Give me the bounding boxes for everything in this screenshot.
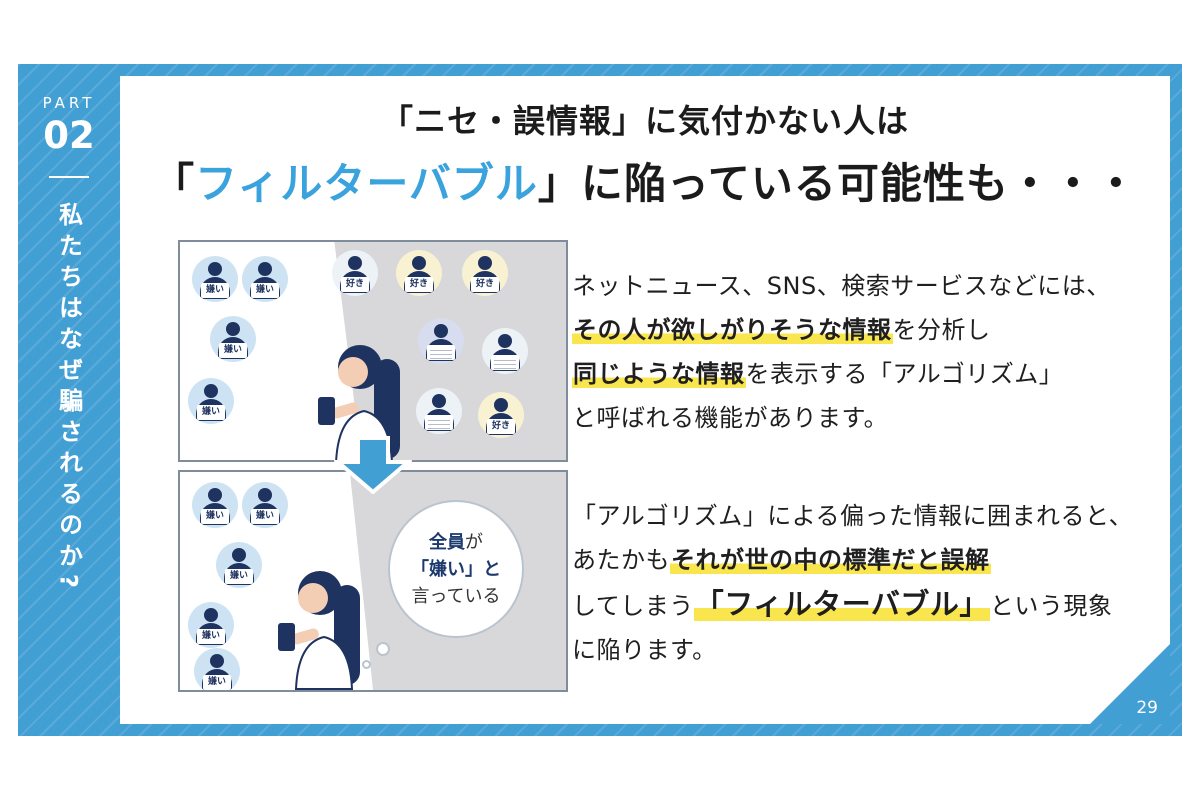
slide-content: 「ニセ・誤情報」に気付かない人は 「フィルターバブル」に陥っている可能性も・・・… [120, 76, 1170, 724]
section-vertical-title: 私たちはなぜ騙されるのか? [54, 202, 83, 595]
avatar-label: 嫌い [251, 283, 279, 298]
p2-keyword-filter-bubble: 「フィルターバブル」 [693, 587, 990, 621]
avatar-dislike: 嫌い [188, 602, 234, 648]
avatar-like: 好き [332, 250, 378, 296]
bubble-dislike: 「嫌い」と [411, 558, 501, 580]
avatar-label [425, 415, 453, 430]
p1-highlight-1: その人が欲しがりそうな情報 [572, 316, 893, 344]
thought-bubble-text: 全員が 「嫌い」と 言っている [411, 531, 501, 607]
person-icon [204, 608, 218, 622]
avatar-label: 嫌い [197, 629, 225, 644]
page-title: 「ニセ・誤情報」に気付かない人は 「フィルターバブル」に陥っている可能性も・・・ [120, 96, 1170, 211]
p2-seg1: 「アルゴリズム」による偏った情報に囲まれると、 [572, 502, 1134, 530]
avatar-label: 好き [471, 277, 499, 292]
avatar-like: 好き [478, 392, 524, 438]
title-bracket-open: 「 [152, 159, 196, 208]
avatar-dislike: 嫌い [194, 648, 240, 690]
avatar-neutral [482, 328, 528, 374]
avatar-label: 嫌い [203, 675, 231, 690]
avatar-dislike: 嫌い [188, 378, 234, 424]
person-icon [208, 488, 222, 502]
p1-seg5: を表示する「アルゴリズム」 [745, 360, 1064, 388]
thought-bubble-dot [362, 660, 371, 669]
avatar-label: 好き [341, 277, 369, 292]
avatar-label: 嫌い [251, 509, 279, 524]
avatar-label: 嫌い [219, 343, 247, 358]
avatar-dislike: 嫌い [210, 316, 256, 362]
corner-triangle [1090, 644, 1170, 724]
title-line-2: 「フィルターバブル」に陥っている可能性も・・・ [120, 150, 1170, 211]
person-icon [258, 488, 272, 502]
person-icon [210, 654, 224, 668]
p2-seg4: してしまう [572, 592, 694, 620]
avatar-dislike: 嫌い [216, 542, 262, 588]
p1-seg3: を分析し [892, 316, 991, 344]
bubble-everyone: 全員 [429, 531, 465, 553]
thought-bubble: 全員が 「嫌い」と 言っている [388, 500, 524, 638]
avatar-label [427, 345, 455, 360]
person-icon [412, 256, 426, 270]
filter-bubble-illustration: 嫌い 嫌い 嫌い 嫌い [178, 240, 568, 692]
person-icon [232, 548, 246, 562]
sidebar: 私たちはなぜ騙されるのか? [18, 202, 120, 595]
person-icon [494, 398, 508, 412]
avatar-label: 嫌い [197, 405, 225, 420]
p2-seg2: あたかも [572, 546, 670, 574]
p1-seg1: ネットニュース、SNS、検索サービスなどには、 [572, 272, 1111, 300]
woman-with-phone-illustration [318, 345, 400, 460]
person-icon [258, 262, 272, 276]
paragraph-algorithm: ネットニュース、SNS、検索サービスなどには、 その人が欲しがりそうな情報を分析… [572, 264, 1144, 440]
woman-with-phone-illustration [278, 571, 360, 690]
avatar-neutral [416, 388, 462, 434]
avatar-label [491, 355, 519, 370]
avatar-like: 好き [462, 250, 508, 296]
avatar-neutral [418, 318, 464, 364]
paragraph-filter-bubble: 「アルゴリズム」による偏った情報に囲まれると、 あたかもそれが世の中の標準だと誤… [572, 494, 1144, 672]
person-icon [226, 322, 240, 336]
person-icon [434, 324, 448, 338]
part-divider [49, 176, 89, 178]
title-line-1: 「ニセ・誤情報」に気付かない人は [380, 102, 909, 140]
slide-frame: PART 02 私たちはなぜ騙されるのか? 「ニセ・誤情報」に気付かない人は 「… [18, 64, 1182, 736]
title-keyword-filter-bubble: フィルターバブル [195, 159, 538, 208]
p2-seg6: という現象 [989, 592, 1113, 620]
avatar-label: 嫌い [201, 509, 229, 524]
person-icon [432, 394, 446, 408]
avatar-label: 好き [487, 419, 515, 434]
illustration-panel-before: 嫌い 嫌い 嫌い 嫌い [178, 240, 568, 462]
person-icon [208, 262, 222, 276]
avatar-label: 嫌い [225, 569, 253, 584]
body-text: ネットニュース、SNS、検索サービスなどには、 その人が欲しがりそうな情報を分析… [572, 264, 1144, 726]
p2-seg7: に陥ります。 [572, 636, 717, 664]
avatar-like: 好き [396, 250, 442, 296]
p1-seg6: と呼ばれる機能があります。 [572, 404, 889, 432]
page-number: 29 [1136, 698, 1158, 718]
person-icon [204, 384, 218, 398]
illustration-panel-after: 嫌い 嫌い 嫌い 嫌い [178, 470, 568, 692]
avatar-label: 好き [405, 277, 433, 292]
title-line-2-rest: 」に陥っている可能性も・・・ [537, 159, 1138, 208]
avatar-dislike: 嫌い [242, 482, 288, 528]
avatar-dislike: 嫌い [192, 482, 238, 528]
p1-highlight-2: 同じような情報 [572, 360, 746, 388]
thought-bubble-dot [376, 642, 390, 656]
person-icon [498, 334, 512, 348]
avatar-dislike: 嫌い [242, 256, 288, 302]
p2-highlight-1: それが世の中の標準だと誤解 [670, 546, 991, 574]
down-arrow-icon [334, 436, 412, 494]
part-label: PART [42, 94, 96, 112]
part-number: 02 [43, 114, 95, 157]
person-icon [478, 256, 492, 270]
avatar-dislike: 嫌い [192, 256, 238, 302]
person-icon [348, 256, 362, 270]
avatar-label: 嫌い [201, 283, 229, 298]
